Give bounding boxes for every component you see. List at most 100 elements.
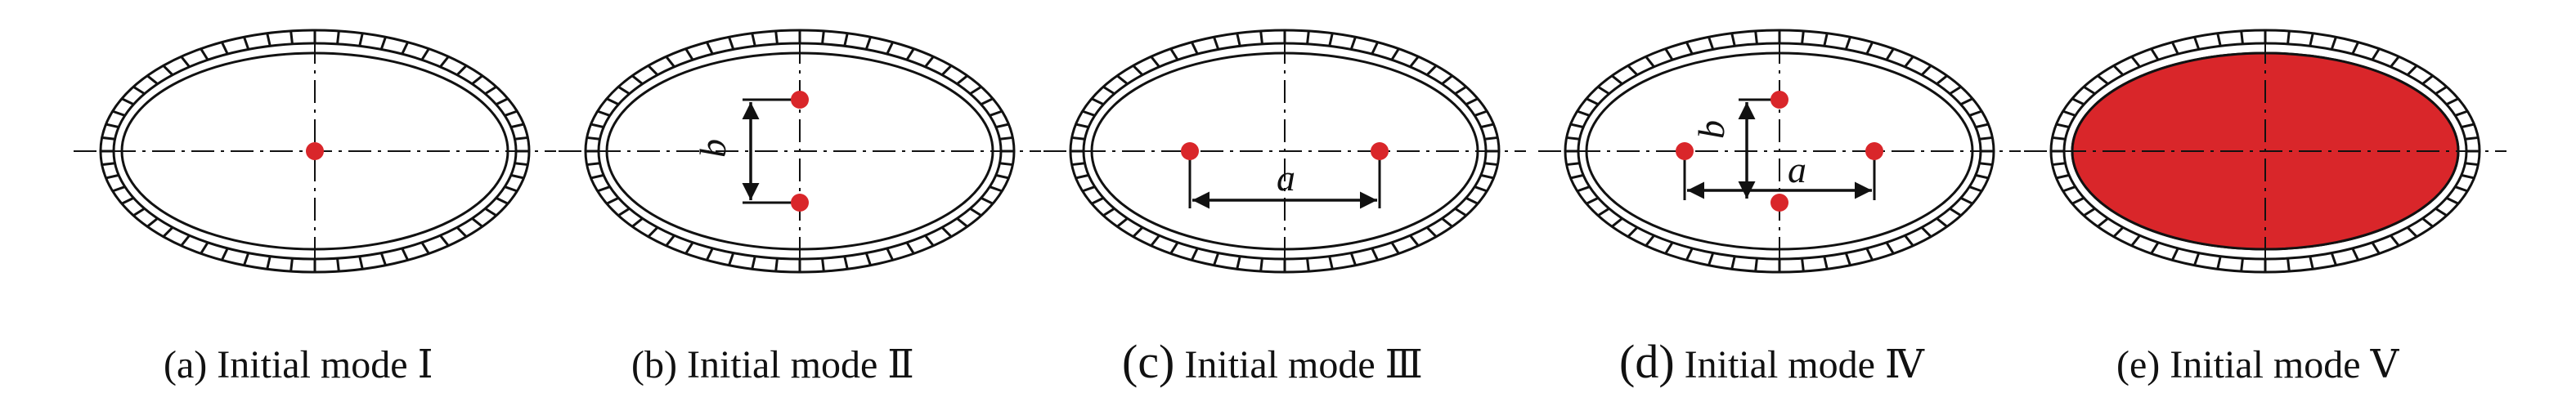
lining-tick bbox=[379, 252, 387, 266]
lining-tick bbox=[1328, 33, 1334, 47]
lining-tick bbox=[940, 65, 953, 76]
lining-tick bbox=[1082, 185, 1096, 193]
lining-tick bbox=[1920, 226, 1932, 238]
lining-tick bbox=[336, 30, 340, 44]
lining-tick bbox=[2130, 56, 2141, 68]
lining-tick bbox=[379, 36, 387, 50]
lining-tick bbox=[1865, 248, 1874, 261]
lining-tick bbox=[2461, 123, 2475, 129]
lining-tick bbox=[1968, 185, 1982, 193]
lining-tick bbox=[132, 207, 146, 217]
panel-d: b a bbox=[1538, 29, 2021, 274]
lining-tick bbox=[180, 56, 191, 68]
lining-tick bbox=[1236, 33, 1241, 47]
lining-tick bbox=[2240, 30, 2244, 44]
lining-tick bbox=[456, 226, 468, 238]
defect-point-bottom bbox=[1770, 194, 1788, 212]
lining-tick bbox=[358, 33, 364, 47]
defect-point-right bbox=[1371, 142, 1389, 160]
lining-tick bbox=[132, 85, 146, 96]
lining-tick bbox=[2071, 97, 2085, 106]
defect-point-top bbox=[1770, 91, 1788, 109]
lining-tick bbox=[1577, 185, 1591, 193]
lining-tick bbox=[1371, 42, 1380, 55]
lining-tick bbox=[886, 42, 895, 55]
lining-tick bbox=[1685, 248, 1694, 261]
lining-tick bbox=[843, 256, 849, 270]
lining-tick bbox=[821, 258, 825, 272]
lining-tick bbox=[1645, 56, 1655, 68]
lining-tick bbox=[2216, 33, 2222, 47]
lining-tick bbox=[1349, 36, 1357, 50]
lining-tick bbox=[1645, 234, 1655, 247]
lining-tick bbox=[2216, 256, 2222, 270]
lining-tick bbox=[774, 258, 779, 272]
lining-tick bbox=[1730, 256, 1736, 270]
lining-tick bbox=[705, 248, 714, 261]
lining-tick bbox=[999, 162, 1013, 167]
lining-tick bbox=[1075, 123, 1089, 129]
lining-tick bbox=[1959, 97, 1973, 106]
lining-tick bbox=[1949, 85, 1962, 96]
lining-tick bbox=[821, 30, 825, 44]
lining-tick bbox=[101, 136, 115, 141]
dimension-label-a: a bbox=[1788, 149, 1806, 190]
defect-point-bottom bbox=[791, 194, 809, 212]
lining-tick bbox=[1570, 123, 1584, 129]
lining-tick bbox=[2435, 85, 2448, 96]
lining-tick bbox=[1904, 234, 1914, 247]
lining-tick bbox=[1425, 65, 1438, 76]
lining-tick bbox=[105, 123, 119, 129]
lining-tick bbox=[665, 234, 675, 247]
lining-tick bbox=[980, 196, 994, 205]
lining-tick bbox=[1409, 56, 1420, 68]
lining-tick bbox=[956, 217, 968, 228]
lining-tick bbox=[774, 30, 779, 44]
lining-tick bbox=[2406, 65, 2418, 76]
lining-tick bbox=[146, 74, 159, 85]
lining-tick bbox=[864, 36, 872, 50]
lining-tick bbox=[728, 252, 735, 266]
lining-tick bbox=[1979, 162, 1993, 167]
lining-tick bbox=[2465, 136, 2479, 141]
lining-tick bbox=[439, 234, 450, 247]
lining-tick bbox=[597, 185, 611, 193]
lining-tick bbox=[2454, 185, 2468, 193]
lining-tick bbox=[105, 173, 119, 180]
lining-tick bbox=[2052, 162, 2066, 167]
lining-tick bbox=[2461, 173, 2475, 180]
lining-tick bbox=[2130, 234, 2141, 247]
lining-tick bbox=[1390, 241, 1400, 255]
lining-tick bbox=[1801, 258, 1805, 272]
lining-tick bbox=[1328, 256, 1334, 270]
lining-tick bbox=[1236, 256, 1241, 270]
lining-tick bbox=[1801, 30, 1805, 44]
lining-tick bbox=[200, 47, 209, 61]
panel-c: a bbox=[1043, 29, 1526, 274]
lining-tick bbox=[1685, 42, 1694, 55]
defect-point-top bbox=[791, 91, 809, 109]
lining-tick bbox=[886, 248, 895, 261]
lining-tick bbox=[995, 123, 1009, 129]
lining-tick bbox=[586, 136, 600, 141]
lining-tick bbox=[1169, 241, 1179, 255]
lining-tick bbox=[969, 85, 982, 96]
lining-tick bbox=[162, 226, 174, 238]
lining-tick bbox=[1936, 74, 1948, 85]
lining-tick bbox=[751, 256, 756, 270]
lining-tick bbox=[1259, 30, 1263, 44]
lining-tick bbox=[1597, 207, 1610, 217]
lining-tick bbox=[1844, 252, 1851, 266]
lining-tick bbox=[1627, 65, 1639, 76]
lining-tick bbox=[1132, 65, 1144, 76]
lining-tick bbox=[1730, 33, 1736, 47]
lining-tick bbox=[121, 196, 135, 205]
lining-tick bbox=[940, 226, 953, 238]
lining-tick bbox=[1306, 30, 1310, 44]
lining-tick bbox=[684, 47, 694, 61]
lining-tick bbox=[606, 97, 620, 106]
lining-tick bbox=[471, 217, 483, 228]
lining-tick bbox=[1474, 109, 1488, 117]
lining-tick bbox=[1409, 234, 1420, 247]
